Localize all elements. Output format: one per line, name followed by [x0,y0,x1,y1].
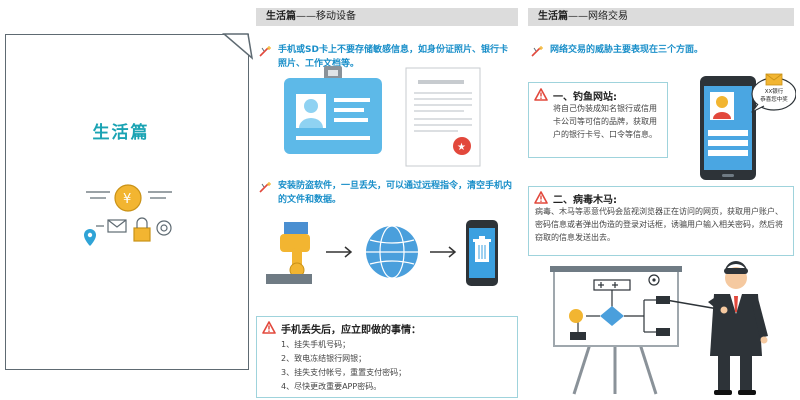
id-card-illustration [284,66,382,154]
trojan-title: 二、病毒木马: [553,195,617,206]
svg-text:★: ★ [457,142,466,153]
warning-icon [262,321,276,334]
lost-item: 1、挂失手机号码； [281,340,351,349]
mobile-tip-2: 安装防盗软件，一旦丢失，可以通过远程指令，清空手机内的文件和数据。 [278,181,513,205]
document-illustration: ★ [405,67,481,167]
online-header-bold: 生活篇 [538,11,568,22]
online-header-rest: ——网络交易 [568,11,628,22]
page-curl-icon [222,33,254,60]
remote-wipe-flow [266,220,498,286]
online-intro: 网络交易的威胁主要表现在三个方面。 [550,45,704,55]
tip-sparkle-icon [259,46,271,57]
phishing-bubble: XX银行 恭喜您中奖 [754,88,794,104]
security-icons-cluster: ¥ [84,184,172,246]
warning-icon [534,88,548,101]
lost-item: 4、尽快更改重要APP密码。 [281,382,382,391]
warning-icon [534,191,548,204]
mobile-header-bold: 生活篇 [266,11,296,22]
cover-title: 生活篇 [92,123,150,143]
presenter-illustration [550,261,768,395]
tip-sparkle-icon [259,182,271,193]
mobile-tip-1: 手机或SD卡上不要存储敏感信息，如身份证照片、银行卡照片、工作文档等。 [278,45,508,69]
phishing-phone-illustration [700,73,796,180]
tip-sparkle-icon [531,46,543,57]
mobile-section-header: 生活篇——移动设备 [256,8,518,26]
bubble-line-1: XX银行 [764,89,784,95]
bubble-line-2: 恭喜您中奖 [760,97,788,103]
online-section-header: 生活篇——网络交易 [528,8,794,26]
phishing-text: 将自己伪装成知名银行或信用卡公司等可信的品牌，获取用户的银行卡号、口令等信息。 [553,104,657,139]
lost-item: 2、致电冻结银行网银； [281,354,367,363]
mobile-header-rest: ——移动设备 [296,11,356,22]
phishing-box [528,82,668,158]
lost-phone-box [256,316,518,398]
lost-item: 3、挂失支付帐号，重置支付密码； [281,368,407,377]
phishing-title: 一、钓鱼网站: [553,92,617,103]
lost-phone-title: 手机丢失后，应立即做的事情： [281,325,421,336]
trojan-box [528,186,794,256]
trojan-text: 病毒、木马等恶意代码会监视浏览器正在访问的网页，获取用户账户、密码信息或者弹出伪… [535,207,783,242]
svg-text:¥: ¥ [123,192,131,207]
